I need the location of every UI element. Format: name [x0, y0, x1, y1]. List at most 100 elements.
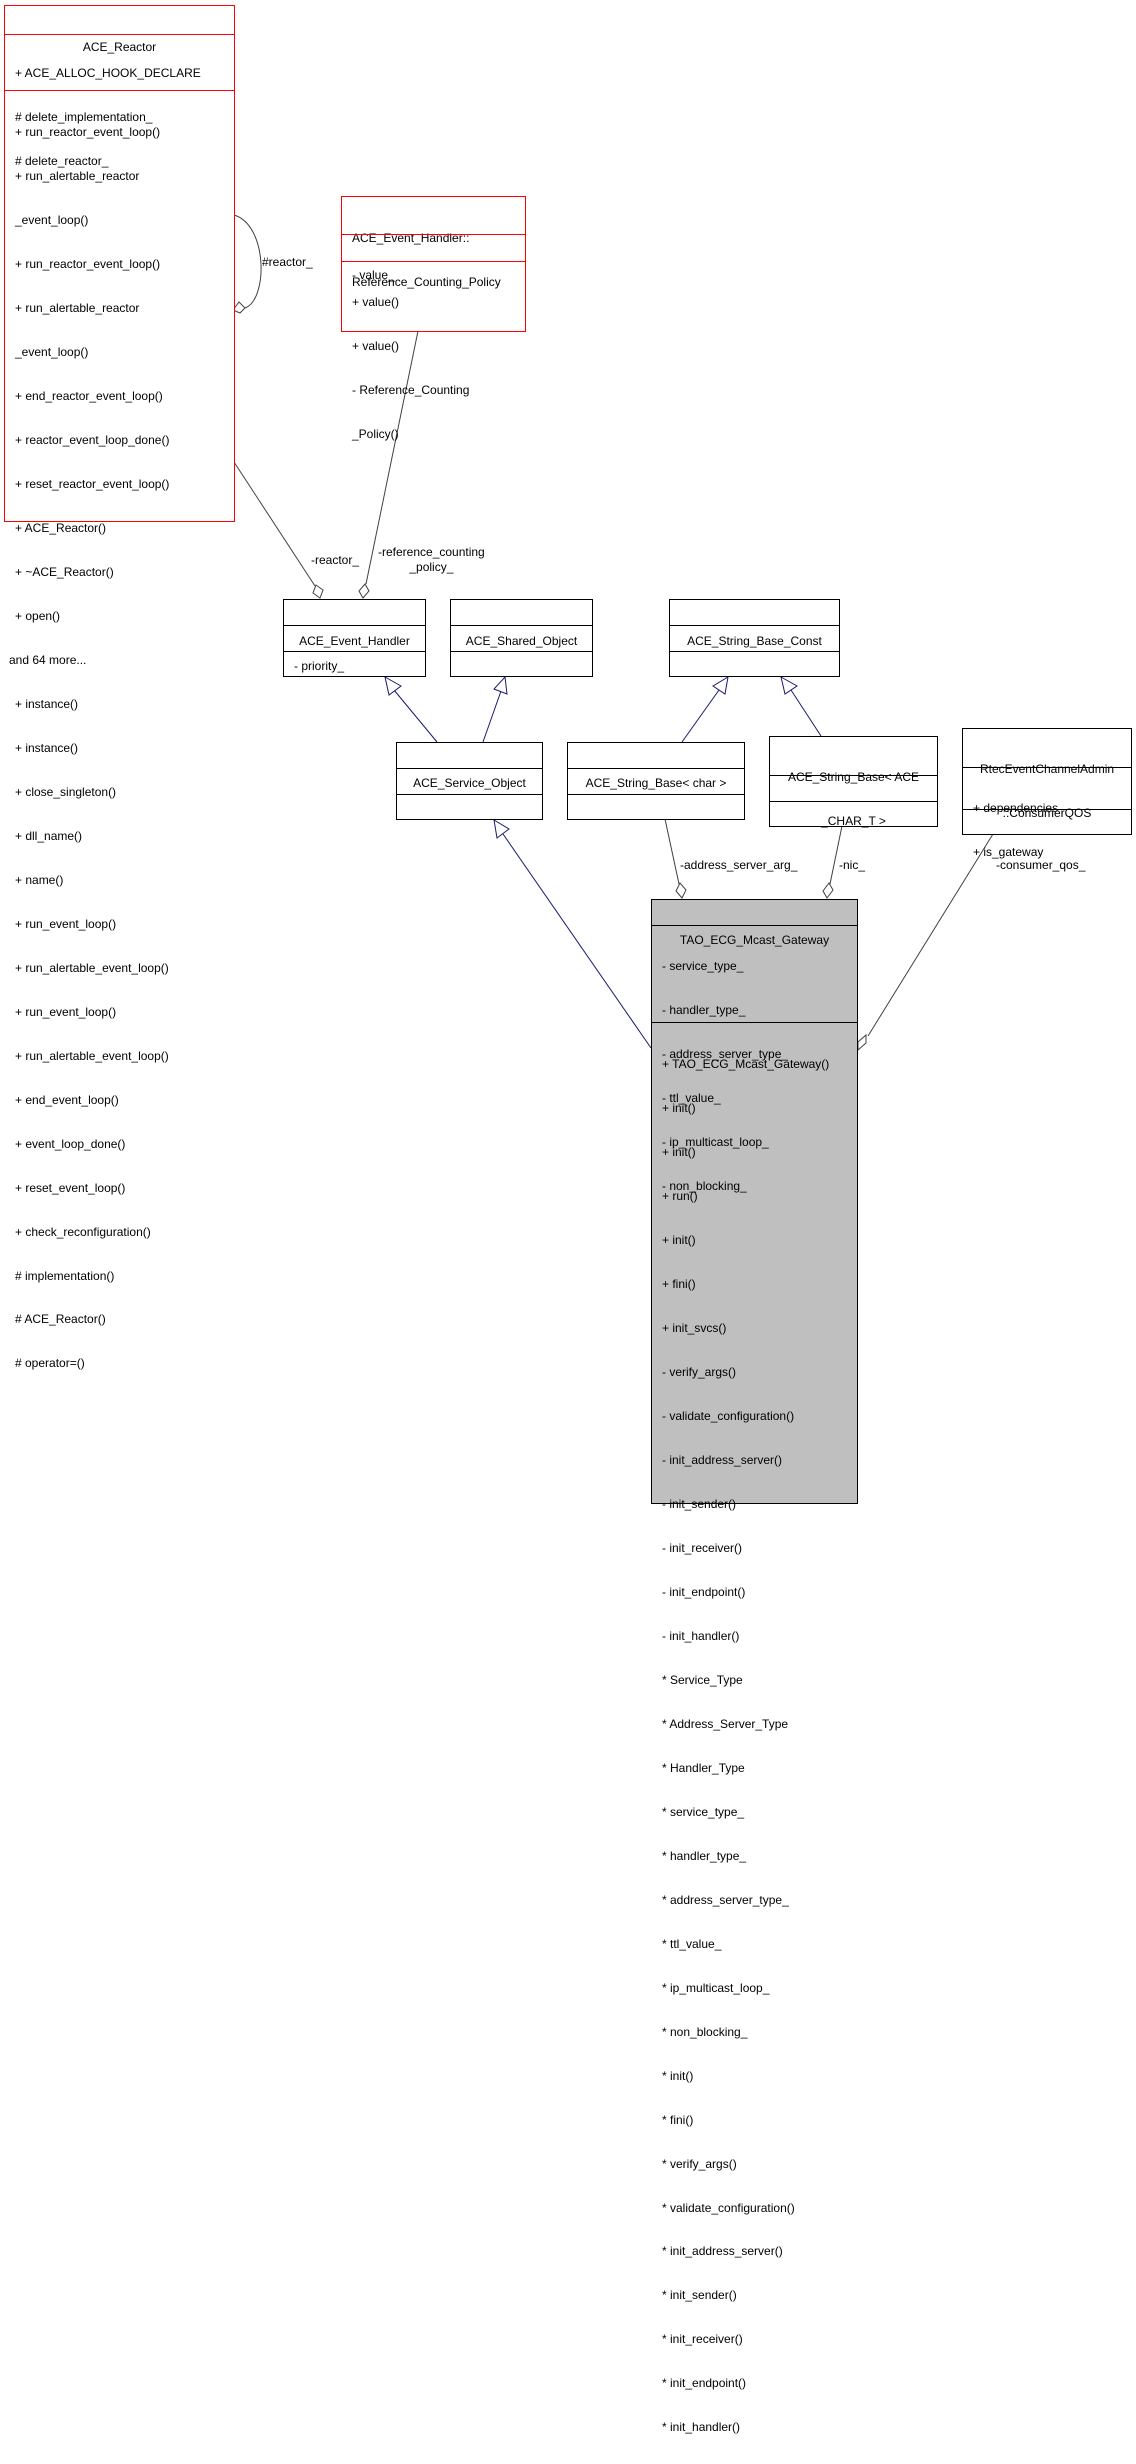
class-ace-reactor: ACE_Reactor + ACE_ALLOC_HOOK_DECLARE # d…: [4, 5, 235, 1370]
method: + init(): [662, 1233, 696, 1248]
class-tao-ecg-mcast-gateway: TAO_ECG_Mcast_Gateway - service_type_ - …: [651, 899, 858, 2434]
class-ace-string-base-char-methods: [568, 794, 744, 819]
method: * init_endpoint(): [662, 2376, 747, 2391]
method: + run_alertable_reactor: [15, 169, 140, 184]
edge-reference-counting-policy: [365, 330, 419, 585]
attribute: + ACE_ALLOC_HOOK_DECLARE: [15, 66, 201, 81]
method: + run_event_loop(): [15, 1004, 117, 1019]
attribute: - service_type_: [662, 959, 744, 974]
method: * ttl_value_: [662, 1936, 722, 1951]
arrow-string-ace-char-const: [780, 676, 798, 695]
method: + reset_event_loop(): [15, 1180, 126, 1195]
method: + event_loop_done(): [15, 1136, 126, 1151]
diamond-reactor: [312, 584, 324, 599]
method: * Address_Server_Type: [662, 1716, 789, 1731]
method: * address_server_type_: [662, 1892, 789, 1907]
attribute: - address_server_type_: [662, 1047, 789, 1062]
class-ace-string-base-const-attributes: [670, 625, 839, 652]
title-line: _CHAR_T >: [821, 814, 886, 829]
attribute: - value_: [352, 268, 395, 283]
title-line: TAO_ECG_Mcast_Gateway: [679, 933, 830, 948]
class-ace-service-object: ACE_Service_Object: [396, 742, 543, 820]
edge-label-reference-counting-policy: -reference_counting _policy_: [378, 545, 485, 574]
class-ace-reactor-methods: + run_reactor_event_loop() + run_alertab…: [5, 90, 234, 1370]
class-consumer-qos: RtecEventChannelAdmin ::ConsumerQOS + de…: [962, 728, 1132, 859]
method: * verify_args(): [662, 2156, 737, 2171]
class-ace-string-base-ace-char: ACE_String_Base< ACE _CHAR_T >: [769, 736, 938, 828]
arrow-string-char-const: [712, 676, 729, 695]
method: + run(): [662, 1189, 698, 1204]
method: + fini(): [662, 1277, 696, 1292]
method: - init_sender(): [662, 1497, 737, 1511]
attribute: # delete_reactor_: [15, 154, 109, 169]
method: * ip_multicast_loop_: [662, 1980, 770, 1995]
arrow-service-object-shared-object: [493, 675, 508, 695]
class-ace-string-base-ace-char-methods: [770, 801, 937, 826]
class-ace-string-base-ace-char-title: ACE_String_Base< ACE _CHAR_T >: [770, 737, 937, 858]
class-tao-ecg-mcast-gateway-methods: + TAO_ECG_Mcast_Gateway() + init() + ini…: [652, 1022, 857, 2434]
method: + instance(): [15, 740, 79, 755]
relationship-edges: [232, 214, 994, 1052]
method: + end_event_loop(): [15, 1092, 119, 1107]
method: - init_endpoint(): [662, 1584, 746, 1599]
class-ace-event-handler-attributes: - priority_: [284, 625, 425, 673]
class-ace-event-handler: ACE_Event_Handler - priority_: [283, 599, 426, 677]
class-ace-reactor-title-line: ACE_Reactor: [82, 40, 157, 55]
class-reference-counting-policy: ACE_Event_Handler:: Reference_Counting_P…: [341, 196, 526, 441]
class-ace-event-handler-methods: [284, 651, 425, 676]
attribute: - handler_type_: [662, 1003, 746, 1018]
method: + value(): [352, 339, 400, 354]
method: - init_address_server(): [662, 1453, 783, 1468]
method: + run_alertable_event_loop(): [15, 960, 169, 975]
diamond-nic: [822, 882, 834, 899]
method: * service_type_: [662, 1804, 745, 1819]
title-line: Reference_Counting_Policy: [352, 275, 501, 290]
title-line: ACE_Shared_Object: [465, 634, 578, 649]
method: * fini(): [662, 2112, 694, 2127]
arrow-service-object-event-handler: [384, 676, 402, 696]
title-line: ACE_String_Base< ACE: [787, 770, 920, 785]
edge-label-nic: -nic_: [839, 858, 866, 872]
class-ace-reactor-attributes: + ACE_ALLOC_HOOK_DECLARE # delete_implem…: [5, 34, 234, 168]
edge-service-object-shared-object: [482, 690, 502, 743]
edge-gateway-service-object: [502, 833, 652, 1049]
title-line: ACE_Event_Handler: [299, 634, 410, 649]
method: + reactor_event_loop_done(): [15, 433, 170, 448]
class-tao-ecg-mcast-gateway-title: TAO_ECG_Mcast_Gateway: [652, 900, 857, 977]
method: _event_loop(): [15, 213, 89, 228]
method: * init_handler(): [662, 2420, 741, 2435]
method: + ~ACE_Reactor(): [15, 565, 114, 579]
method: + ACE_Reactor(): [15, 521, 107, 536]
method: + TAO_ECG_Mcast_Gateway(): [662, 1057, 830, 1072]
title-line: ACE_String_Base_Const: [687, 634, 822, 649]
method: + instance(): [15, 696, 79, 711]
diamond-consumer-qos: [857, 1033, 867, 1052]
method: + end_reactor_event_loop(): [15, 389, 163, 404]
attribute: + is_gateway: [973, 845, 1044, 860]
method: - Reference_Counting: [352, 383, 470, 398]
class-reference-counting-policy-attributes: - value_: [342, 234, 525, 282]
attribute: - priority_: [294, 659, 345, 674]
class-ace-string-base-char-attributes: [568, 768, 744, 795]
class-reference-counting-policy-methods: + value() + value() - Reference_Counting…: [342, 261, 525, 441]
method: + open(): [15, 608, 61, 623]
method: # ACE_Reactor(): [15, 1312, 106, 1327]
diamond-address-server-arg: [675, 882, 687, 899]
method: + close_singleton(): [15, 784, 117, 799]
class-ace-string-base-ace-char-attributes: [770, 775, 937, 802]
edge-string-char-const: [681, 689, 720, 743]
method: _Policy(): [352, 427, 399, 442]
method: - init_handler(): [662, 1628, 740, 1643]
edge-nic: [829, 825, 843, 885]
edge-label-reactor-self: #reactor_: [262, 255, 313, 269]
method: * non_blocking_: [662, 2024, 748, 2039]
method: * validate_configuration(): [662, 2200, 795, 2215]
method: * init(): [662, 2068, 694, 2083]
method: - init_receiver(): [662, 1540, 743, 1555]
method: _event_loop(): [15, 345, 89, 360]
method: + init_svcs(): [662, 1321, 727, 1336]
attribute: - ip_multicast_loop_: [662, 1135, 769, 1150]
class-ace-shared-object-attributes: [451, 625, 592, 652]
method: and 64 more...: [9, 652, 87, 667]
class-ace-string-base-const: ACE_String_Base_Const: [669, 599, 840, 677]
